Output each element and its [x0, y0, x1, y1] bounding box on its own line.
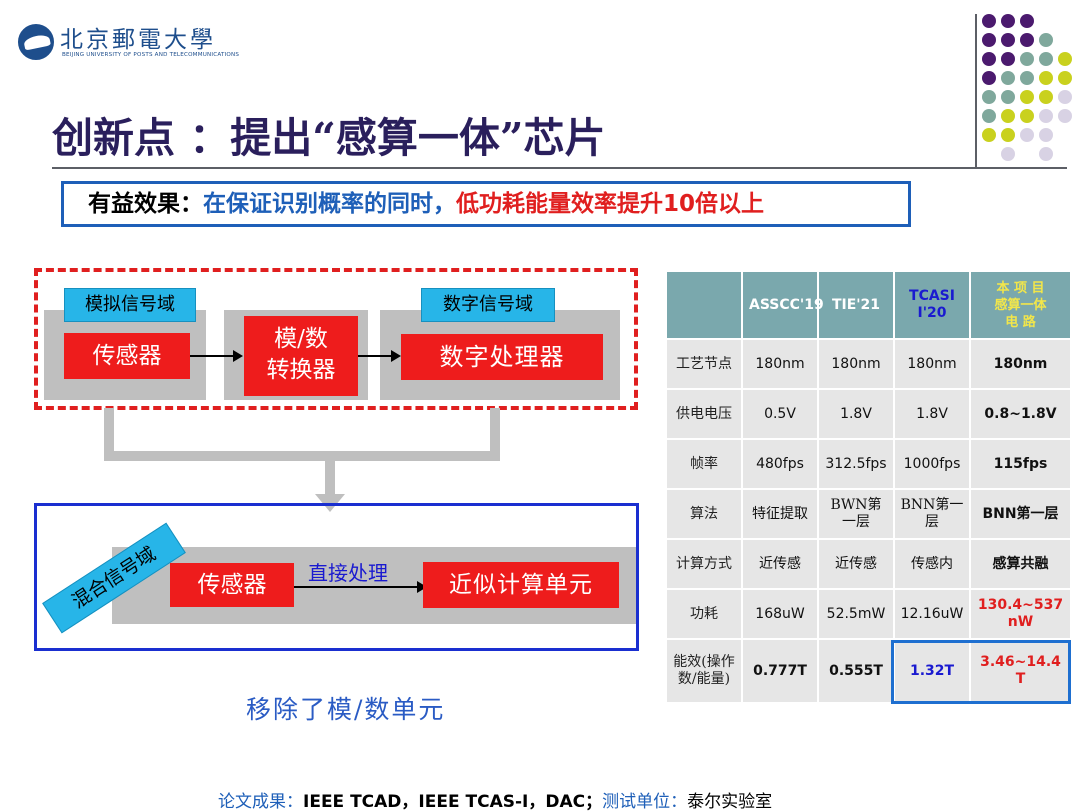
footer: 论文成果：IEEE TCAD，IEEE TCAS-I，DAC；测试单位：泰尔实验…	[218, 787, 772, 812]
table-cell: BNN第一层	[893, 488, 971, 540]
table-cell: 3.46~14.4T	[969, 638, 1072, 704]
comparison-table: ASSCC'19 TIE'21 TCASII'20 本 项 目 感算一体 电 路…	[665, 270, 1072, 704]
table-header-cell: ASSCC'19	[741, 270, 824, 340]
adc-line1: 模/数	[274, 326, 328, 352]
table-cell: 1.8V	[817, 388, 895, 440]
table-cell: 312.5fps	[817, 438, 895, 490]
table-cell: 感算共融	[969, 538, 1072, 590]
approx-compute-unit-box: 近似计算单元	[423, 562, 619, 608]
table-row-header: 计算方式	[665, 538, 743, 590]
arrow-head-icon	[233, 350, 243, 362]
digital-processor-box: 数字处理器	[401, 334, 603, 380]
adc-line2: 转换器	[266, 357, 336, 383]
table-cell: 12.16uW	[893, 588, 971, 640]
table-cell: 168uW	[741, 588, 819, 640]
arrow-head-icon	[417, 581, 427, 593]
title-rule	[52, 167, 1067, 169]
table-row: 计算方式近传感近传感传感内感算共融	[665, 538, 1072, 590]
footer-papers: IEEE TCAD，IEEE TCAS-I，DAC；	[303, 792, 603, 812]
removed-adc-note: 移除了模/数单元	[246, 695, 446, 724]
header-ours-line: 本 项 目	[996, 280, 1045, 296]
table-cell: 1.32T	[893, 638, 971, 704]
table-cell: 特征提取	[741, 488, 819, 540]
table-cell: BWN第一层	[817, 488, 895, 540]
table-row-header: 供电电压	[665, 388, 743, 440]
table-header-cell: TIE'21	[817, 270, 895, 340]
table-cell: 0.555T	[817, 638, 895, 704]
sensor-box-2: 传感器	[170, 563, 294, 607]
analog-domain-tag: 模拟信号域	[64, 288, 196, 322]
table-cell: 180nm	[969, 338, 1072, 390]
table-cell: BNN第一层	[969, 488, 1072, 540]
table-cell: 传感内	[893, 538, 971, 590]
page-title: 创新点 ：提出“感算一体”芯片	[52, 114, 606, 162]
table-row-header: 算法	[665, 488, 743, 540]
table-cell: 52.5mW	[817, 588, 895, 640]
table-cell: 1000fps	[893, 438, 971, 490]
arrow-sensor-to-adc	[190, 355, 234, 357]
benefit-label: 有益效果：	[88, 191, 203, 217]
table-cell: 115fps	[969, 438, 1072, 490]
table-header-row: ASSCC'19 TIE'21 TCASII'20 本 项 目 感算一体 电 路	[665, 270, 1072, 340]
table-cell: 180nm	[893, 338, 971, 390]
merge-connector	[104, 408, 500, 512]
table-cell: 0.777T	[741, 638, 819, 704]
benefit-blue-text: 在保证识别概率的同时，	[203, 191, 456, 217]
table-header-cell	[665, 270, 743, 340]
university-name: 北京郵電大學	[60, 27, 216, 53]
table-cell: 130.4~537nW	[969, 588, 1072, 640]
decorative-dot-grid	[982, 14, 1072, 174]
digital-domain-tag: 数字信号域	[421, 288, 555, 322]
table-row-header: 能效(操作数/能量)	[665, 638, 743, 704]
table-cell: 480fps	[741, 438, 819, 490]
arrow-direct	[294, 586, 418, 588]
table-cell: 近传感	[741, 538, 819, 590]
table-row-header: 功耗	[665, 588, 743, 640]
traditional-pipeline-box	[34, 268, 638, 410]
in-sensor-pipeline-box	[34, 503, 639, 651]
arrow-head-icon	[391, 350, 401, 362]
footer-test-unit: 泰尔实验室	[687, 792, 773, 812]
university-name-en: BEIJING UNIVERSITY OF POSTS AND TELECOMM…	[62, 52, 240, 58]
table-cell: 近传感	[817, 538, 895, 590]
adc-box: 模/数 转换器	[244, 316, 358, 396]
direct-processing-label: 直接处理	[308, 561, 388, 585]
header-ours-line: 感算一体	[994, 297, 1047, 313]
benefit-box: 有益效果：在保证识别概率的同时，低功耗能量效率提升10倍以上	[61, 181, 911, 227]
table-row-header: 帧率	[665, 438, 743, 490]
arrow-adc-to-processor	[358, 355, 392, 357]
benefit-red-text: 低功耗能量效率提升10倍以上	[456, 191, 765, 217]
table-header-cell-ours: 本 项 目 感算一体 电 路	[969, 270, 1072, 340]
sensor-box: 传感器	[64, 333, 190, 379]
table-cell: 0.5V	[741, 388, 819, 440]
highlight-efficiency-box	[891, 640, 1071, 704]
table-row-header: 工艺节点	[665, 338, 743, 390]
table-cell: 1.8V	[893, 388, 971, 440]
footer-papers-label: 论文成果：	[218, 792, 303, 812]
university-logo-icon	[18, 24, 54, 60]
header-vertical-rule	[975, 14, 977, 167]
table-cell: 180nm	[817, 338, 895, 390]
table-cell: 180nm	[741, 338, 819, 390]
footer-test-label: 测试单位：	[602, 792, 688, 812]
table-header-cell: TCASII'20	[893, 270, 971, 340]
table-cell: 0.8~1.8V	[969, 388, 1072, 440]
header-ours-line: 电 路	[1005, 314, 1036, 330]
